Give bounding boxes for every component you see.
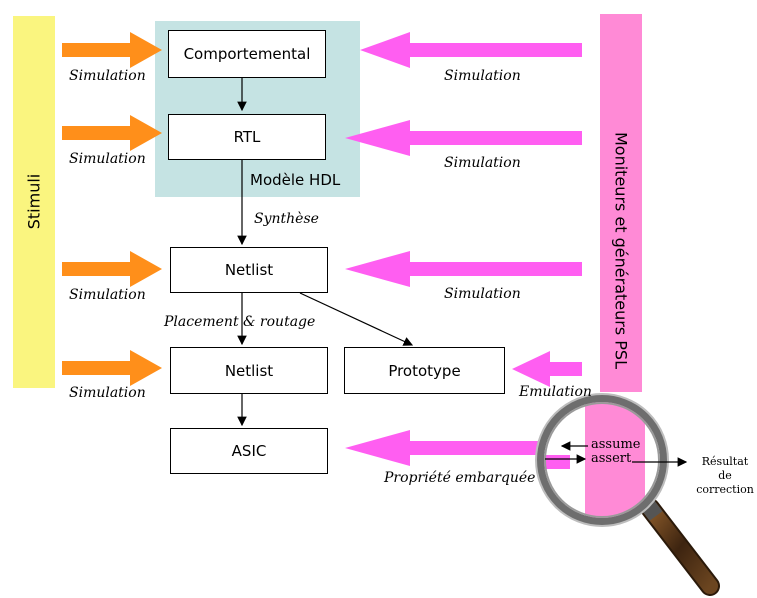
right-label-embarquee: Propriété embarquée (384, 470, 536, 486)
hdl-label: Modèle HDL (250, 171, 341, 189)
box-prototype: Prototype (344, 347, 505, 394)
assume-label: assume (591, 437, 641, 452)
synthese-label: Synthèse (254, 211, 319, 227)
orange-arrow-4 (62, 350, 162, 386)
psl-label: Moniteurs et générateurs PSL (611, 132, 631, 369)
stimuli-label: Stimuli (24, 173, 44, 230)
magenta-arrow-3 (345, 251, 582, 287)
left-label-3: Simulation (69, 287, 146, 303)
box-netlist-2: Netlist (170, 347, 328, 394)
stimuli-bar (13, 16, 55, 388)
right-label-1: Simulation (444, 68, 521, 84)
assert-label: assert (591, 451, 632, 466)
right-label-3: Simulation (444, 286, 521, 302)
magnifier-lens (535, 393, 669, 527)
magenta-arrow-1 (360, 32, 582, 68)
magnifier-handle (637, 495, 720, 596)
right-label-2: Simulation (444, 155, 521, 171)
magenta-arrow-2 (345, 120, 582, 156)
left-label-1: Simulation (69, 68, 146, 84)
box-rtl: RTL (168, 114, 326, 160)
psl-bar (600, 14, 642, 392)
orange-arrow-3 (62, 251, 162, 287)
left-label-2: Simulation (69, 151, 146, 167)
magenta-arrow-5 (345, 430, 560, 466)
magenta-arrows (345, 32, 582, 466)
magenta-arrow-4 (512, 351, 582, 387)
right-label-emulation: Emulation (519, 384, 592, 400)
orange-arrows (62, 32, 162, 386)
box-netlist-1: Netlist (170, 247, 328, 293)
result-label: Résultat de correction (696, 455, 754, 496)
box-asic: ASIC (170, 428, 328, 474)
orange-arrow-2 (62, 115, 162, 151)
orange-arrow-1 (62, 32, 162, 68)
placement-label: Placement & routage (164, 314, 316, 330)
box-comportemental: Comportemental (168, 30, 326, 78)
left-label-4: Simulation (69, 385, 146, 401)
